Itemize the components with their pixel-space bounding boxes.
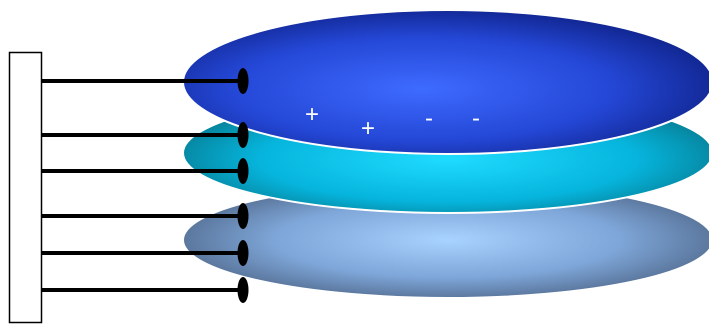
probe-3-tip xyxy=(237,158,249,184)
probe-4-tip xyxy=(237,203,249,229)
charge-minus-2: - xyxy=(472,105,480,132)
probe-4 xyxy=(42,203,249,229)
charge-plus-1: + xyxy=(305,101,319,128)
probe-3 xyxy=(42,158,249,184)
charge-plus-2: + xyxy=(361,115,375,142)
probe-6-tip xyxy=(237,277,249,303)
probe-2-tip xyxy=(237,122,249,148)
probe-group xyxy=(42,68,249,303)
probe-6 xyxy=(42,277,249,303)
charge-minus-1: - xyxy=(425,105,433,132)
frame-bar xyxy=(8,51,43,324)
probe-5 xyxy=(42,240,249,266)
probe-1 xyxy=(42,68,249,94)
probe-2 xyxy=(42,122,249,148)
probe-1-tip xyxy=(237,68,249,94)
probe-5-tip xyxy=(237,240,249,266)
top-disk xyxy=(182,9,709,155)
